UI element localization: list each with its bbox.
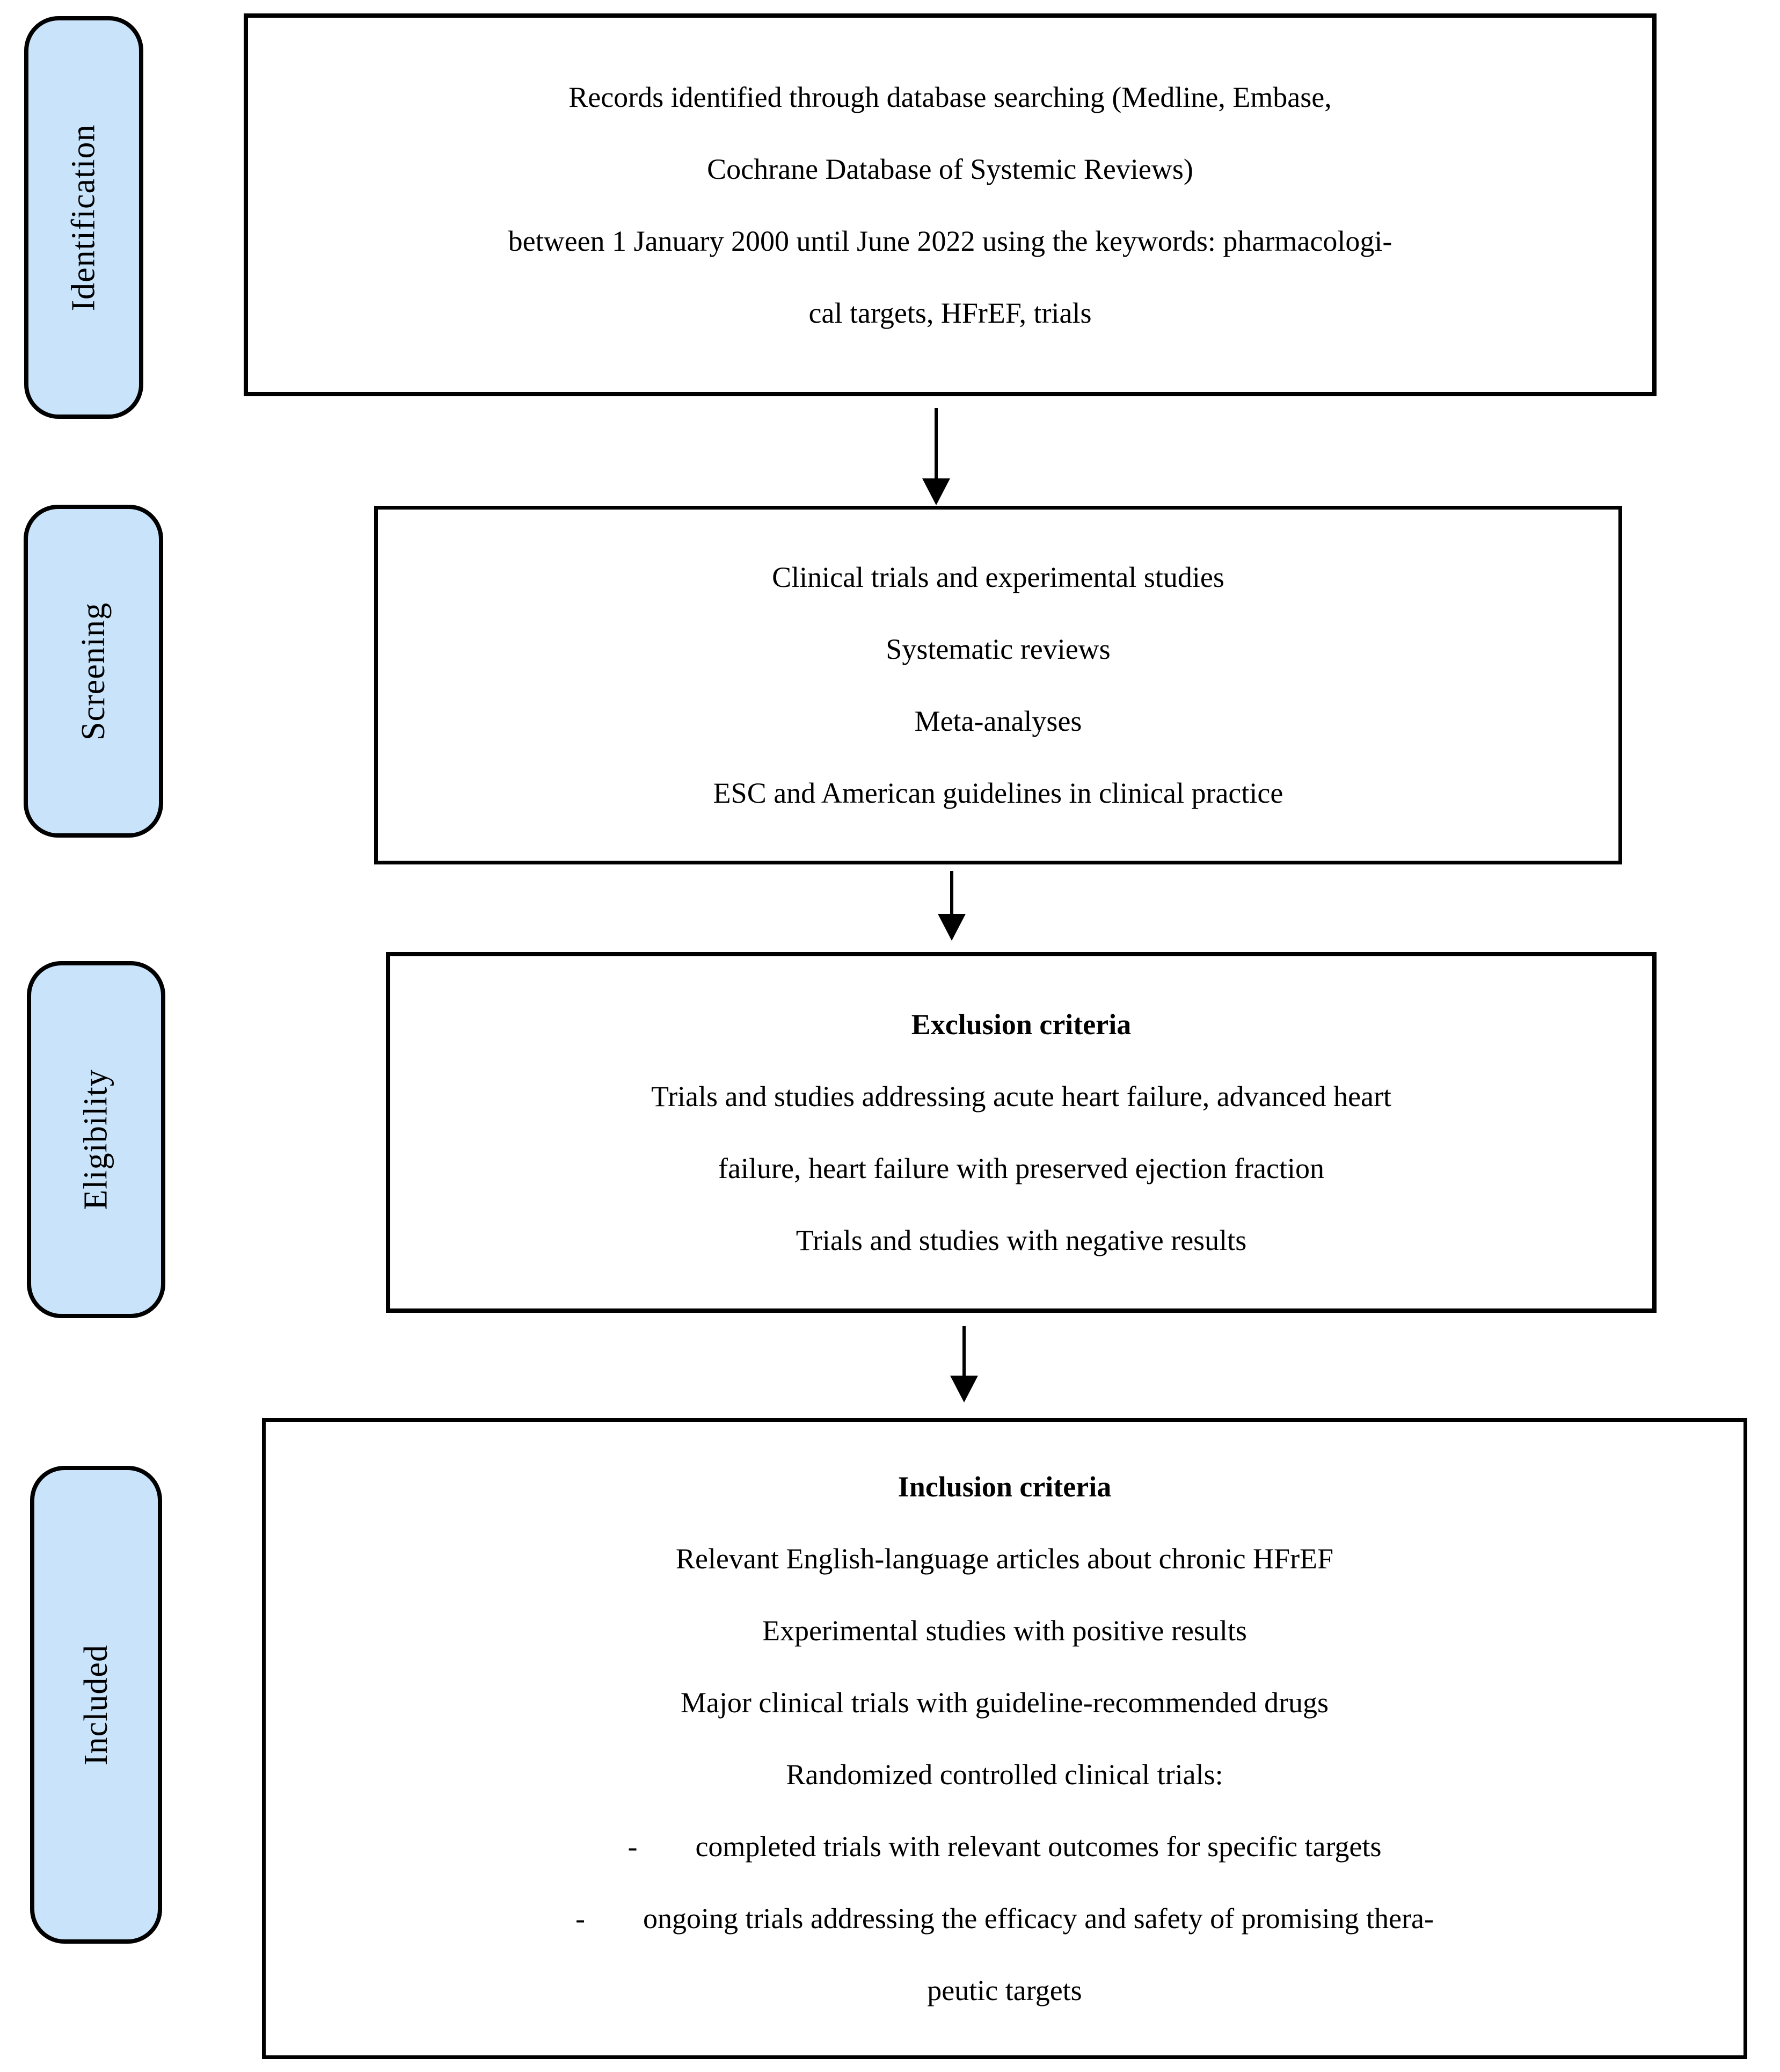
stage-label-identification: Identification — [65, 124, 102, 311]
screening-box: Clinical trials and experimental studies… — [374, 506, 1622, 864]
stage-label-eligibility: Eligibility — [77, 1069, 114, 1210]
stage-label-screening: Screening — [75, 602, 112, 740]
inclusion-box-bullet-line: - completed trials with relevant outcome… — [628, 1830, 1382, 1863]
stage-box-included: Included — [30, 1466, 162, 1944]
arrow-head — [950, 1376, 978, 1402]
exclusion-box-title: Exclusion criteria — [911, 1008, 1132, 1041]
arrow-shaft — [962, 1326, 966, 1376]
arrow-head — [938, 914, 966, 941]
exclusion-box-line: failure, heart failure with preserved ej… — [718, 1152, 1324, 1184]
records-box-line: Records identified through database sear… — [568, 81, 1332, 113]
screening-box-line: Systematic reviews — [886, 633, 1111, 665]
arrow-down-1 — [922, 408, 950, 505]
stage-box-screening: Screening — [24, 505, 163, 838]
stage-label-included: Included — [77, 1644, 114, 1765]
inclusion-box: Inclusion criteria Relevant English-lang… — [262, 1418, 1747, 2059]
arrow-shaft — [935, 408, 938, 478]
inclusion-box-title: Inclusion criteria — [898, 1471, 1112, 1503]
inclusion-box-line: Major clinical trials with guideline-rec… — [680, 1686, 1329, 1719]
inclusion-box-bullet-line: - ongoing trials addressing the efficacy… — [575, 1902, 1434, 1935]
records-box-line: between 1 January 2000 until June 2022 u… — [508, 224, 1392, 257]
arrow-shaft — [950, 871, 953, 914]
arrow-down-2 — [938, 871, 966, 941]
inclusion-box-line: Relevant English-language articles about… — [675, 1543, 1334, 1575]
inclusion-box-line: Randomized controlled clinical trials: — [786, 1758, 1223, 1791]
exclusion-box-line: Trials and studies addressing acute hear… — [651, 1080, 1391, 1113]
exclusion-box-line: Trials and studies with negative results — [796, 1224, 1247, 1256]
records-box-line: Cochrane Database of Systemic Reviews) — [707, 152, 1193, 185]
exclusion-box: Exclusion criteria Trials and studies ad… — [386, 952, 1657, 1313]
screening-box-line: ESC and American guidelines in clinical … — [713, 777, 1283, 809]
screening-box-line: Meta-analyses — [914, 705, 1082, 737]
records-box-line: cal targets, HFrEF, trials — [808, 296, 1092, 329]
screening-box-line: Clinical trials and experimental studies — [772, 561, 1224, 593]
inclusion-box-line: peutic targets — [927, 1974, 1082, 2006]
arrow-down-3 — [950, 1326, 978, 1402]
arrow-head — [922, 478, 950, 505]
records-box: Records identified through database sear… — [244, 13, 1657, 396]
stage-box-eligibility: Eligibility — [27, 961, 165, 1318]
inclusion-box-line: Experimental studies with positive resul… — [762, 1615, 1247, 1647]
stage-box-identification: Identification — [24, 16, 143, 419]
